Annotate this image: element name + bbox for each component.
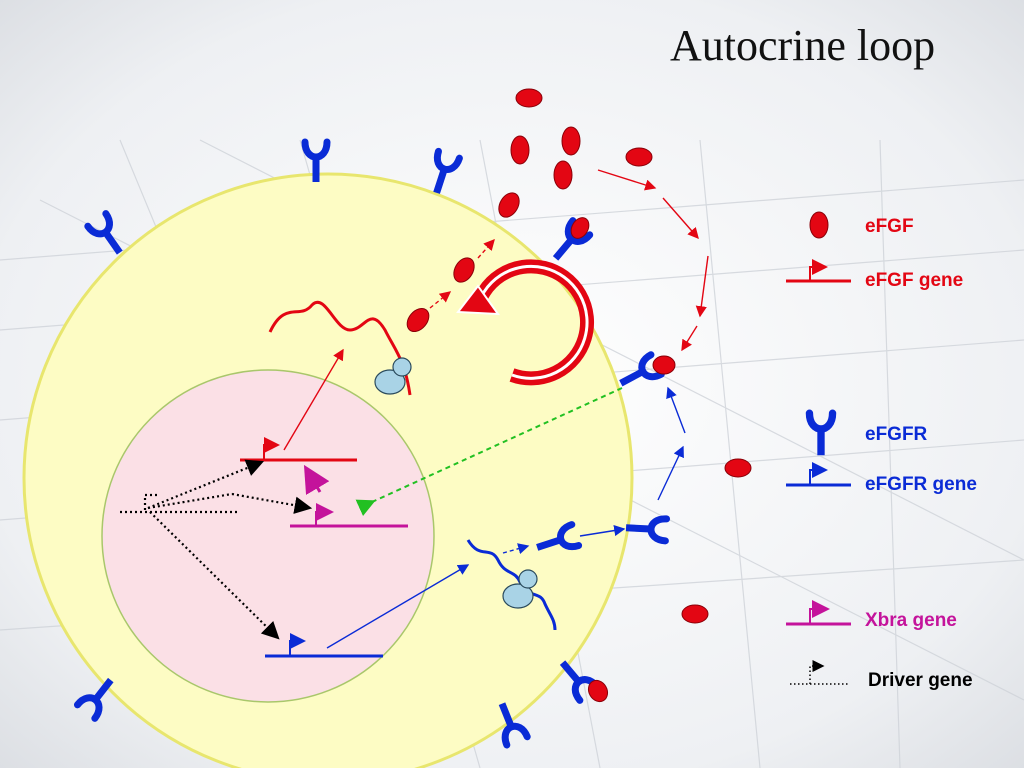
efgf-ligand <box>406 307 430 333</box>
efgf-ligand <box>553 160 573 190</box>
receptor-transport-arrows <box>326 386 686 649</box>
efgf-mrna <box>268 300 412 396</box>
legend-label-efgfr: eFGFR <box>865 424 928 445</box>
legend-label-driver-gene: Driver gene <box>868 670 973 691</box>
efgf-ligand <box>587 679 609 703</box>
gene-blue-icon <box>786 462 851 487</box>
nucleus <box>101 369 435 703</box>
efgf-ligand <box>652 355 676 375</box>
efgf-ligand <box>498 192 520 218</box>
autocrine-loop-arrow-icon <box>456 259 595 386</box>
gene-red-icon <box>786 259 851 283</box>
legend-item-efgfr-gene: eFGFR gene <box>786 462 977 495</box>
efgf-icon <box>809 211 829 239</box>
efgf-ligand <box>453 257 475 283</box>
efgf-ligand <box>681 604 709 624</box>
gene-magenta-icon <box>786 600 851 626</box>
legend-item-driver-gene: Driver gene <box>790 660 973 691</box>
efgf-ligand <box>561 126 581 156</box>
legend-label-efgf-gene: eFGF gene <box>865 270 963 291</box>
efgf-ligands <box>406 88 752 703</box>
legend-item-efgfr: eFGFR <box>809 413 928 455</box>
legend-item-efgf: eFGF <box>809 211 914 239</box>
fgf-signal-arrow <box>355 387 623 516</box>
efgf-ligand <box>515 88 543 108</box>
legend-item-xbra-gene: Xbra gene <box>786 600 957 631</box>
efgf-ligand <box>570 217 590 239</box>
driver-gene-arrows <box>120 459 313 640</box>
xbra-gene-in-nucleus <box>290 464 408 528</box>
efgfr-gene-in-nucleus <box>265 633 383 658</box>
legend-label-xbra-gene: Xbra gene <box>865 610 957 631</box>
legend-item-efgf-gene: eFGF gene <box>786 259 963 291</box>
efgf-ligand <box>724 458 752 478</box>
ribosome-icon <box>502 569 538 609</box>
legend-label-efgfr-gene: eFGFR gene <box>865 474 977 495</box>
legend-label-efgf: eFGF <box>865 216 914 237</box>
page-title: Autocrine loop <box>670 21 935 70</box>
ribosome-icon <box>374 357 412 395</box>
efgf-ligand <box>510 135 530 165</box>
legend: eFGF eFGF gene eFGFR eFGFR gene X <box>786 211 977 691</box>
efgf-ligand <box>625 147 653 167</box>
secretion-arrows <box>429 169 709 352</box>
